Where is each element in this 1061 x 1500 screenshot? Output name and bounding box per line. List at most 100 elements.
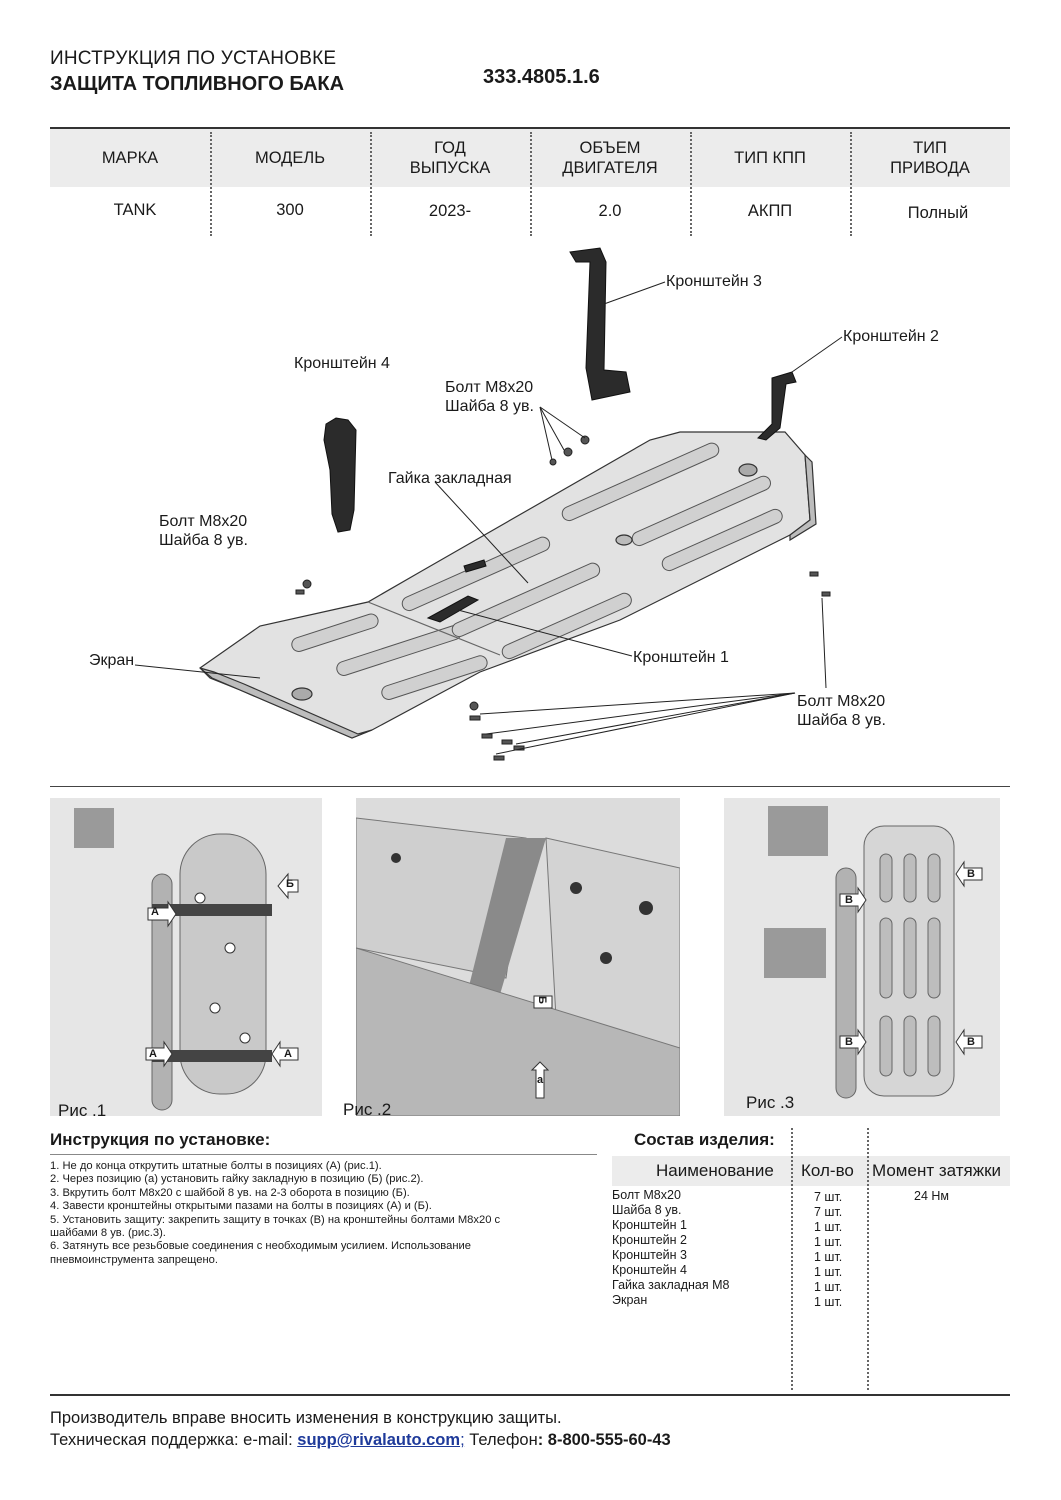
spec-column-divider [370, 132, 372, 236]
composition-column-divider [867, 1128, 869, 1390]
composition-row-qty: 1 шт. [814, 1220, 843, 1234]
email-suffix: ; [460, 1431, 465, 1449]
bracket-3-drawing [569, 247, 631, 401]
support-prefix: Техническая поддержка: e-mail: [50, 1431, 298, 1449]
composition-row-qty: 1 шт. [814, 1235, 843, 1249]
bracket-1-drawing [426, 559, 487, 623]
composition-row-qty: 1 шт. [814, 1265, 843, 1279]
instructions-steps: 1. Не до конца открутить штатные болты в… [50, 1160, 595, 1267]
spec-value-model: 300 [276, 201, 304, 219]
figure-3-marker-v: В [845, 894, 853, 906]
label-bolt-left-2: Шайба 8 ув. [159, 532, 248, 549]
label-bolt-right-2: Шайба 8 ув. [797, 712, 886, 729]
instructions-rule [50, 1154, 597, 1155]
figure-2-marker-a: а [537, 1074, 544, 1086]
section-divider [50, 786, 1010, 787]
bracket-2-drawing [757, 371, 797, 441]
part-number: 333.4805.1.6 [483, 66, 600, 88]
composition-row-qty: 1 шт. [814, 1295, 843, 1309]
figure-1-marker-b: Б [286, 878, 294, 890]
composition-row-name: Болт М8х20 [612, 1188, 681, 1202]
phone-prefix: Телефон [464, 1431, 538, 1449]
instructions-title: Инструкция по установке: [50, 1130, 271, 1149]
composition-row-name: Кронштейн 2 [612, 1233, 687, 1247]
instruction-step: 2. Через позицию (а) установить гайку за… [50, 1173, 424, 1186]
bracket-4-drawing [323, 417, 357, 533]
spec-header-make: МАРКА [101, 149, 159, 167]
instruction-step: 5. Установить защиту: закрепить защиту в… [50, 1213, 501, 1226]
composition-row-name: Гайка закладная М8 [612, 1278, 730, 1292]
spec-value-gearbox: АКПП [747, 202, 793, 220]
spec-header-model: МОДЕЛЬ [254, 149, 326, 167]
composition-row-name: Кронштейн 1 [612, 1218, 687, 1232]
composition-row-qty: 7 шт. [814, 1190, 843, 1204]
spec-column-divider [210, 132, 212, 236]
figure-1-marker-a: А [284, 1048, 292, 1060]
instruction-step: пневмоинструмента запрещено. [50, 1253, 218, 1266]
figure-3-marker-v: В [967, 868, 975, 880]
figure-1-caption: Рис .1 [58, 1101, 107, 1120]
spec-value-engine: 2.0 [598, 202, 622, 220]
figure-1-marker-a: А [151, 906, 159, 918]
label-bracket-1: Кронштейн 1 [633, 649, 729, 666]
composition-row-name: Кронштейн 4 [612, 1263, 687, 1277]
composition-row-name: Шайба 8 ув. [612, 1203, 682, 1217]
figure-1-photo: А А А Б [50, 798, 322, 1116]
figure-2-caption: Рис .2 [343, 1100, 392, 1119]
label-bracket-3: Кронштейн 3 [666, 273, 762, 290]
spec-header-gearbox: ТИП КПП [734, 149, 806, 167]
skid-plate-drawing [199, 431, 817, 739]
figure-2-marker-b: Б [535, 996, 548, 1004]
label-bracket-4: Кронштейн 4 [294, 355, 390, 372]
figure-3-caption: Рис .3 [746, 1093, 795, 1112]
instruction-step: 6. Затянуть все резьбовые соединения с н… [50, 1240, 471, 1253]
footer-rule [50, 1394, 1010, 1396]
spec-value-year: 2023- [428, 202, 472, 220]
figure-2-photo: Б а [356, 798, 680, 1116]
label-bolt-top-1: Болт М8х20 [445, 379, 534, 396]
composition-header-band [612, 1156, 1010, 1186]
composition-row-torque: 24 Нм [914, 1189, 949, 1203]
disclaimer-text: Производитель вправе вносить изменения в… [50, 1409, 562, 1427]
support-line: Техническая поддержка: e-mail: supp@riva… [50, 1431, 671, 1450]
product-title: ЗАЩИТА ТОПЛИВНОГО БАКА [50, 73, 345, 95]
figure-1-marker-a: А [149, 1048, 157, 1060]
composition-row-name: Экран [612, 1293, 648, 1307]
composition-column-divider [791, 1128, 793, 1390]
label-screen: Экран [89, 652, 135, 669]
label-bolt-top-2: Шайба 8 ув. [445, 398, 534, 415]
composition-header-qty: Кол-во [801, 1161, 854, 1180]
figure-3-marker-v: В [967, 1036, 975, 1048]
leader-lines [134, 281, 843, 755]
spec-value-drive: Полный [907, 204, 969, 222]
label-nut: Гайка закладная [388, 470, 512, 487]
label-bracket-2: Кронштейн 2 [843, 328, 939, 345]
composition-title: Состав изделия: [634, 1130, 775, 1149]
instruction-step: 4. Завести кронштейны открытыми пазами н… [50, 1200, 432, 1213]
figure-3-photo: В В В В [724, 798, 1000, 1116]
instruction-step: шайбами 8 ув. (рис.3). [50, 1227, 166, 1240]
figure-3-marker-v: В [845, 1036, 853, 1048]
support-email-link[interactable]: supp@rivalauto.com [297, 1431, 461, 1449]
spec-column-divider [850, 132, 852, 236]
support-phone: : 8-800-555-60-43 [537, 1431, 671, 1449]
composition-row-qty: 1 шт. [814, 1250, 843, 1264]
label-bolt-right-1: Болт М8х20 [797, 693, 886, 710]
instruction-step: 3. Вкрутить болт М8х20 с шайбой 8 ув. на… [50, 1186, 410, 1199]
composition-row-qty: 7 шт. [814, 1205, 843, 1219]
spec-value-make: TANK [113, 201, 157, 219]
composition-row-qty: 1 шт. [814, 1280, 843, 1294]
composition-header-torque: Момент затяжки [872, 1161, 1002, 1180]
spec-column-divider [530, 132, 532, 236]
label-bolt-left-1: Болт М8х20 [159, 513, 248, 530]
assembly-diagram [134, 247, 843, 761]
instruction-title: ИНСТРУКЦИЯ ПО УСТАНОВКЕ [50, 48, 337, 69]
composition-header-name: Наименование [656, 1161, 774, 1180]
composition-row-name: Кронштейн 3 [612, 1248, 687, 1262]
spec-column-divider [690, 132, 692, 236]
instruction-step: 1. Не до конца открутить штатные болты в… [50, 1160, 382, 1172]
spec-table-top-rule [50, 127, 1010, 129]
